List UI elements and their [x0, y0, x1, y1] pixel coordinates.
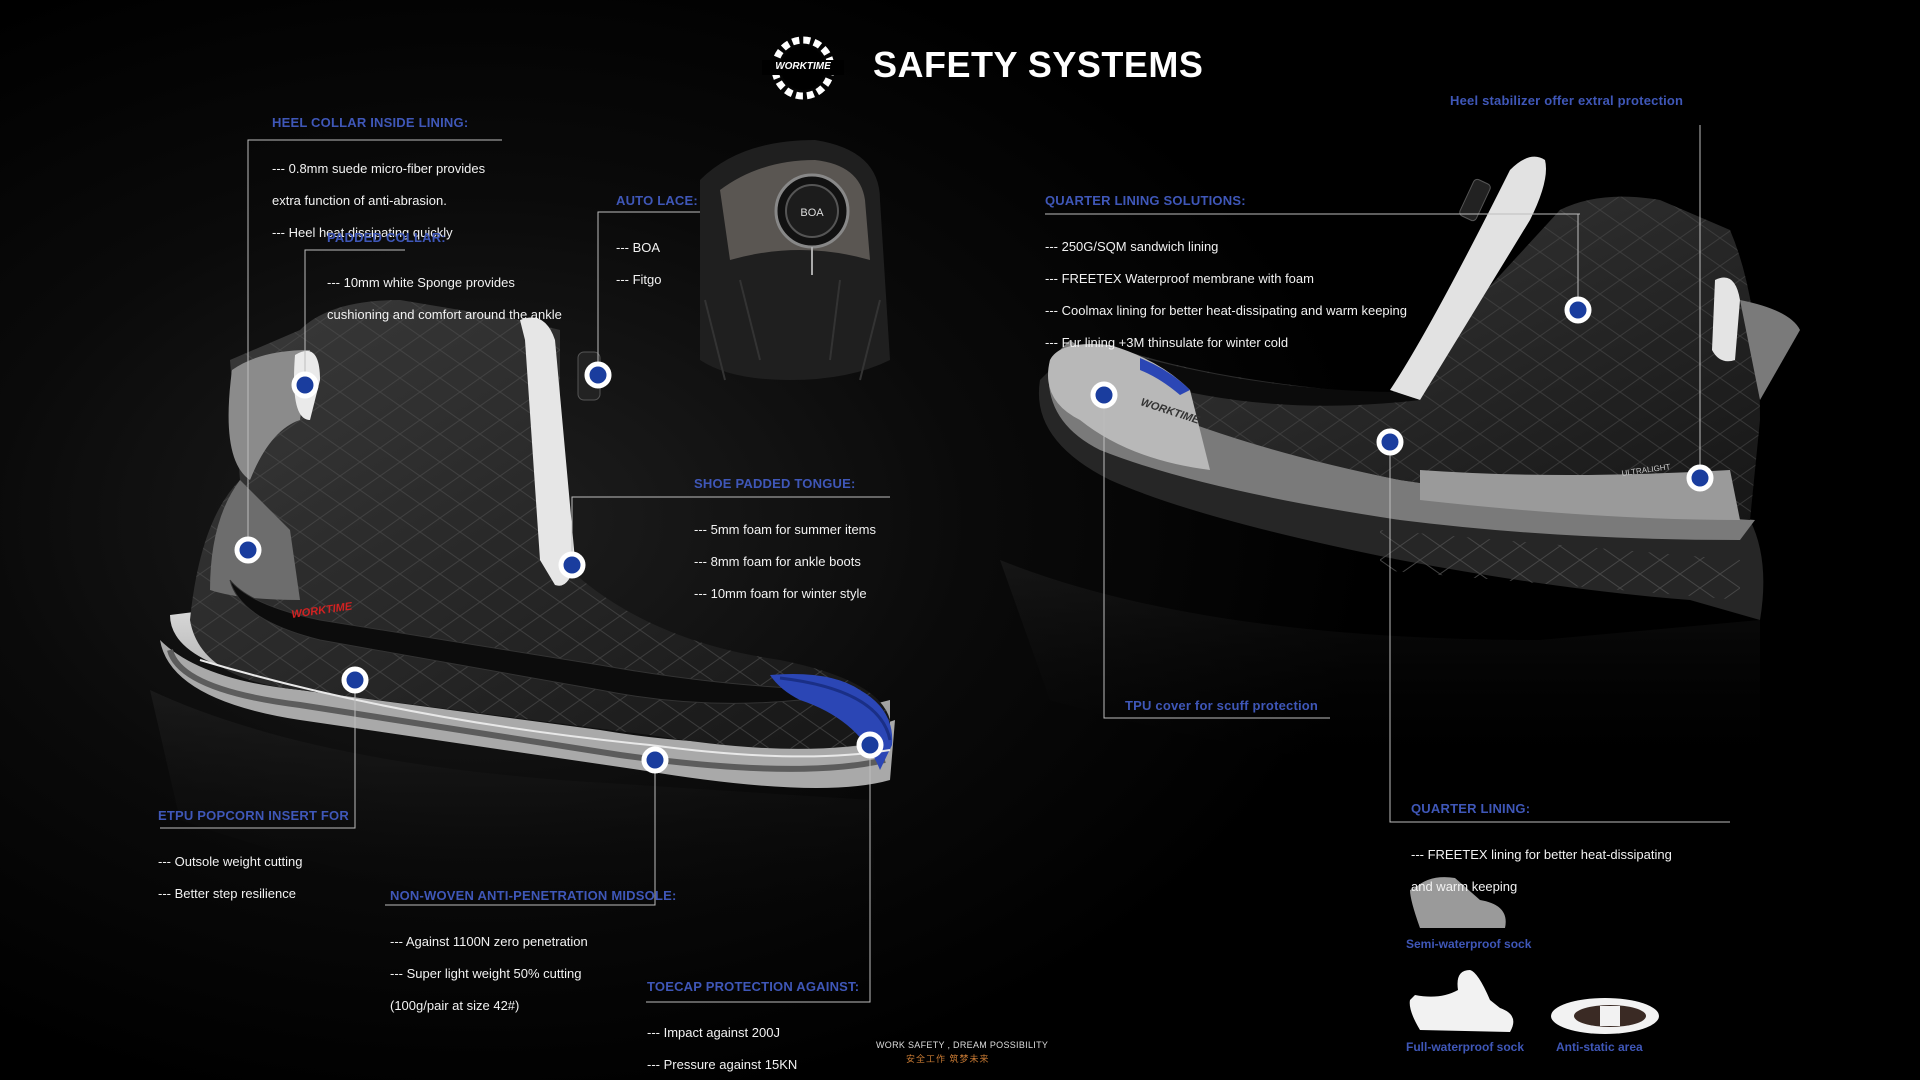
auto-lace-title: AUTO LACE:: [616, 193, 698, 208]
auto-lace-text: --- BOA --- Fitgo: [616, 240, 662, 287]
quarter-lining-title: QUARTER LINING:: [1411, 801, 1531, 816]
padded-collar-title: PADDED COLLAR:: [327, 230, 446, 245]
page-title: SAFETY SYSTEMS: [873, 44, 1204, 85]
tongue-title: SHOE PADDED TONGUE:: [694, 476, 856, 491]
quarter-lining-text: --- FREETEX lining for better heat-dissi…: [1411, 847, 1672, 894]
boa-dial-label: BOA: [800, 207, 824, 219]
callout-dots: [234, 296, 1714, 774]
anti-static-area-label: Anti-static area: [1556, 1040, 1643, 1054]
semi-waterproof-sock-icon: [1410, 877, 1506, 928]
tongue-text: --- 5mm foam for summer items --- 8mm fo…: [694, 522, 877, 601]
left-boot: WORKTIME: [150, 300, 895, 960]
heel-collar-title: HEEL COLLAR INSIDE LINING:: [272, 115, 469, 130]
padded-collar-text: --- 10mm white Sponge provides cushionin…: [327, 275, 562, 322]
midsole-title: NON-WOVEN ANTI-PENETRATION MIDSOLE:: [390, 888, 677, 903]
semi-waterproof-sock-label: Semi-waterproof sock: [1406, 937, 1532, 951]
full-waterproof-sock-label: Full-waterproof sock: [1406, 1040, 1525, 1054]
etpu-title: ETPU POPCORN INSERT FOR: [158, 808, 349, 823]
right-boot: WORKTIME ULTRALIGHT: [1000, 156, 1800, 784]
etpu-text: --- Outsole weight cutting --- Better st…: [158, 854, 303, 901]
worktime-logo: WORKTIME: [760, 34, 846, 102]
toecap-text: --- Impact against 200J --- Pressure aga…: [647, 1025, 798, 1072]
leader-lines: [160, 125, 1730, 1003]
logo-text: WORKTIME: [775, 61, 831, 72]
sock-icons: [1409, 877, 1659, 1034]
midsole-text: --- Against 1100N zero penetration --- S…: [390, 934, 588, 1013]
heel-stabilizer-title: Heel stabilizer offer extral protection: [1450, 93, 1684, 108]
toecap-title: TOECAP PROTECTION AGAINST:: [647, 979, 860, 994]
quarter-solutions-title: QUARTER LINING SOLUTIONS:: [1045, 193, 1246, 208]
footer-slogan: WORK SAFETY , DREAM POSSIBILITY: [876, 1040, 1049, 1050]
full-waterproof-sock-icon: [1409, 970, 1514, 1032]
quarter-solutions-text: --- 250G/SQM sandwich lining --- FREETEX…: [1045, 239, 1408, 350]
top-view-boot: BOA: [700, 140, 890, 381]
tpu-cover-title: TPU cover for scuff protection: [1125, 698, 1319, 713]
heel-collar-text: --- 0.8mm suede micro-fiber provides ext…: [272, 161, 486, 240]
footer-slogan-cn: 安全工作 筑梦未来: [906, 1054, 990, 1064]
